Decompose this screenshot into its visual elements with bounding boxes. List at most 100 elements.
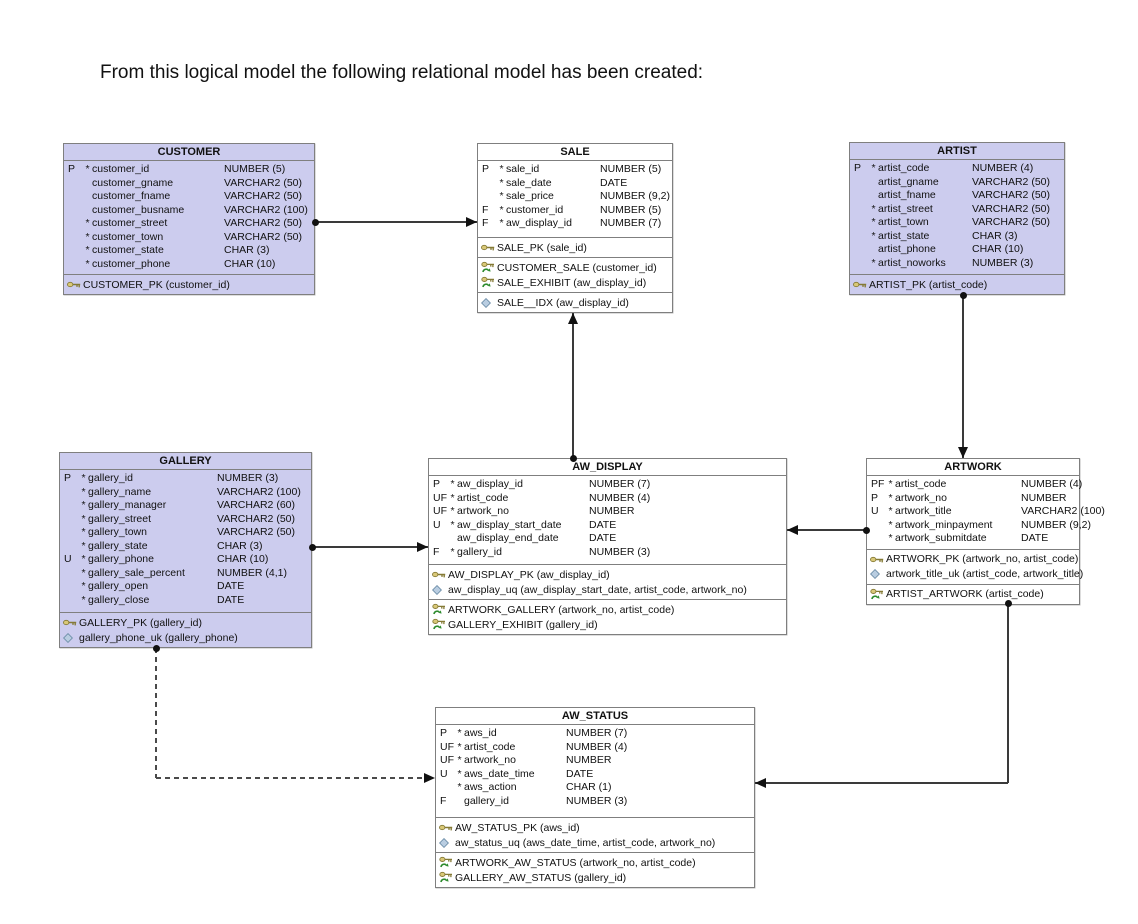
mandatory-star: * bbox=[888, 478, 893, 490]
primary-key-icon bbox=[853, 280, 869, 289]
mandatory-star: * bbox=[81, 539, 86, 552]
column-type: CHAR (10) bbox=[217, 553, 269, 565]
key-item-label: AW_DISPLAY_PK (aw_display_id) bbox=[448, 568, 610, 581]
column-type: CHAR (10) bbox=[224, 257, 276, 270]
column-flag bbox=[480, 190, 497, 204]
unique-index-icon bbox=[439, 837, 455, 848]
column-name: artwork_no bbox=[464, 754, 516, 766]
mandatory-star: * bbox=[871, 229, 876, 242]
primary-key-icon bbox=[439, 823, 455, 832]
relationship-origin-dot-artist-artwork bbox=[959, 291, 967, 299]
column-flag: UF bbox=[440, 740, 454, 753]
column-name: customer_town bbox=[92, 230, 164, 243]
page-title: From this logical model the following re… bbox=[100, 62, 704, 83]
column-type: CHAR (3) bbox=[217, 539, 263, 552]
key-item-label: ARTIST_PK (artist_code) bbox=[869, 278, 988, 291]
mandatory-star: * bbox=[81, 526, 86, 538]
column-type: NUMBER (9,2) bbox=[600, 190, 671, 202]
key-section: ARTWORK_PK (artwork_no, artist_code)artw… bbox=[867, 548, 1083, 584]
mandatory-star: * bbox=[450, 478, 455, 490]
key-section: ARTWORK_GALLERY (artwork_no, artist_code… bbox=[429, 599, 786, 634]
mandatory-star: * bbox=[81, 580, 86, 592]
key-item-label: CUSTOMER_SALE (customer_id) bbox=[497, 261, 657, 274]
column-name: customer_state bbox=[92, 244, 164, 256]
column-type: NUMBER (3) bbox=[972, 256, 1034, 269]
key-item: ARTWORK_GALLERY (artwork_no, artist_code… bbox=[432, 602, 783, 617]
column-name: artist_town bbox=[878, 216, 929, 228]
column-type: NUMBER (9,2) bbox=[1021, 518, 1092, 531]
key-item: ARTIST_PK (artist_code) bbox=[853, 277, 1061, 292]
column-name: customer_busname bbox=[92, 203, 185, 216]
mandatory-star: * bbox=[888, 518, 893, 531]
column-name: artwork_no bbox=[457, 505, 509, 517]
mandatory-star: * bbox=[457, 740, 462, 753]
table-title-aw_display: AW_DISPLAY bbox=[429, 459, 786, 476]
column-flag bbox=[852, 230, 869, 244]
column-flag: UF bbox=[433, 491, 447, 504]
column-type: DATE bbox=[589, 532, 617, 544]
relationship-arrowhead-artist-artwork bbox=[958, 447, 968, 458]
mandatory-star: * bbox=[81, 485, 86, 498]
column-flag: F bbox=[482, 217, 489, 229]
key-item: artwork_title_uk (artist_code, artwork_t… bbox=[870, 567, 1083, 582]
column-flag bbox=[66, 217, 83, 231]
key-item-label: SALE_EXHIBIT (aw_display_id) bbox=[497, 276, 647, 289]
column-type: NUMBER (3) bbox=[217, 472, 279, 484]
key-section: CUSTOMER_PK (customer_id) bbox=[64, 274, 314, 294]
column-name: gallery_street bbox=[88, 512, 152, 525]
relationship-arrowhead-awdisplay-sale bbox=[568, 313, 578, 324]
relationship-origin-dot-gallery-awdisplay bbox=[308, 543, 316, 551]
key-item: gallery_phone_uk (gallery_phone) bbox=[63, 630, 308, 645]
column-name: sale_id bbox=[506, 163, 540, 175]
column-flag bbox=[431, 532, 448, 546]
mandatory-star: * bbox=[81, 472, 86, 484]
key-item: ARTWORK_PK (artwork_no, artist_code) bbox=[870, 552, 1078, 567]
column-flag: P bbox=[64, 472, 72, 484]
column-flag: P bbox=[440, 727, 448, 739]
column-flag: U bbox=[64, 553, 72, 565]
relationship-origin-dot-customer-sale bbox=[311, 218, 319, 226]
column-name: aw_display_id bbox=[506, 217, 572, 229]
column-type: DATE bbox=[217, 580, 245, 592]
mandatory-star bbox=[83, 204, 92, 218]
column-type: NUMBER (5) bbox=[224, 163, 286, 175]
key-item-label: aw_status_uq (aws_date_time, artist_code… bbox=[455, 836, 716, 849]
key-item-label: GALLERY_EXHIBIT (gallery_id) bbox=[448, 618, 598, 631]
relationship-line-customer-sale bbox=[315, 221, 477, 223]
key-section: SALE_PK (sale_id) bbox=[478, 237, 672, 257]
key-item-label: aw_display_uq (aw_display_start_date, ar… bbox=[448, 583, 747, 596]
mandatory-star bbox=[455, 795, 464, 809]
mandatory-star: * bbox=[85, 163, 90, 175]
key-item-label: artwork_title_uk (artist_code, artwork_t… bbox=[886, 568, 1084, 580]
column-type: VARCHAR2 (50) bbox=[224, 217, 302, 229]
column-type: NUMBER bbox=[1021, 491, 1067, 504]
column-name: artist_street bbox=[878, 202, 933, 215]
column-name: artist_gname bbox=[878, 175, 939, 188]
column-type: VARCHAR2 (50) bbox=[224, 230, 302, 243]
column-type: CHAR (3) bbox=[972, 229, 1018, 242]
column-type: NUMBER (5) bbox=[600, 163, 662, 175]
key-item-label: SALE_PK (sale_id) bbox=[497, 241, 587, 254]
column-name: aws_date_time bbox=[464, 767, 535, 780]
key-item: AW_STATUS_PK (aws_id) bbox=[439, 820, 751, 835]
column-name: customer_gname bbox=[92, 176, 174, 189]
